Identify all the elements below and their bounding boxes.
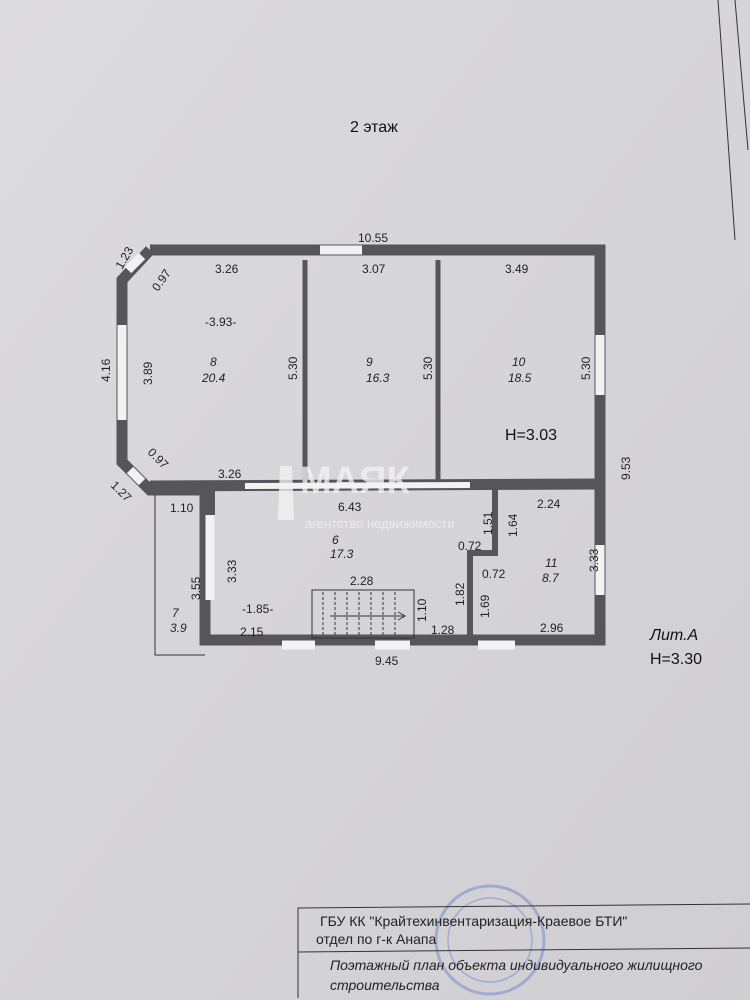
room-8-area: 20.4 [201, 371, 226, 385]
dim-bottom-total: 9.45 [375, 654, 399, 668]
dim-r6-bottom-left: 2.15 [240, 625, 264, 639]
room-10-number: 10 [512, 355, 526, 369]
dim-r9-top: 3.07 [362, 262, 386, 276]
dim-stair-width: 2.28 [350, 574, 374, 588]
staircase [311, 589, 415, 639]
dim-outer-left: 4.16 [99, 358, 113, 382]
room-11-number: 11 [545, 556, 557, 570]
frame-line [717, 0, 736, 241]
watermark-brand: МАЯК [300, 460, 410, 502]
dim-r11-bottom: 2.96 [540, 621, 564, 635]
room-height: H=3.03 [505, 427, 557, 444]
litera-label: Лит.А [649, 627, 698, 644]
dim-r6-depth: -1.85- [242, 602, 273, 616]
frame-line [734, 0, 749, 151]
room-labels: 8 20.4 9 16.3 10 18.5 6 17.3 7 3.9 11 8.… [170, 355, 702, 668]
stamp-seal-inner [447, 897, 533, 983]
dim-r7-top: 1.10 [170, 501, 194, 515]
lighthouse-icon [278, 466, 294, 520]
room-6-number: 6 [332, 533, 339, 547]
dim-r8-bottom: 3.26 [218, 467, 242, 481]
dim-r10-top: 3.49 [505, 262, 529, 276]
dim-r11-right: 3.33 [587, 548, 601, 572]
dim-right-total: 9.53 [619, 456, 633, 480]
room-7-number: 7 [172, 606, 180, 620]
room-7-outline [154, 495, 205, 656]
dim-door-1: 1.51 [481, 511, 495, 535]
room-9-number: 9 [366, 355, 373, 369]
room-11-area: 8.7 [542, 571, 560, 585]
dim-r8-left: 3.89 [141, 361, 155, 385]
dim-r6-top: 6.43 [338, 500, 362, 514]
dim-r8-top: 3.26 [215, 262, 239, 276]
watermark: МАЯК агентство недвижимости [278, 460, 455, 531]
dim-step-1: 0.72 [458, 539, 482, 553]
dim-r10-height: 5.30 [579, 356, 593, 380]
title-dept: отдел по г-к Анапа [316, 931, 436, 947]
dim-r6-left: 3.33 [225, 559, 239, 583]
total-height: H=3.30 [650, 651, 702, 668]
stamp-seal [434, 884, 546, 996]
dim-r6-bottom-right: 1.28 [431, 623, 455, 637]
dim-wall-2: 1.69 [478, 594, 492, 618]
dim-step-2: 0.72 [482, 567, 506, 581]
title-org: ГБУ КК "Крайтехинвентаризация-Краевое БТ… [320, 913, 627, 929]
floor-title: 2 этаж [350, 119, 398, 136]
dim-r8-height: 5.30 [286, 356, 300, 380]
dim-r8-inner: -3.93- [205, 315, 236, 329]
title-block: ГБУ КК "Крайтехинвентаризация-Краевое БТ… [297, 903, 750, 998]
dim-r9-height: 5.30 [421, 356, 435, 380]
room-8-number: 8 [210, 355, 217, 369]
title-doc-cont: строительства [330, 977, 440, 993]
room-6-area: 17.3 [330, 547, 354, 561]
dim-stair-len: 1.10 [415, 598, 429, 622]
dim-top-total: 10.55 [358, 231, 388, 245]
room-9-area: 16.3 [366, 371, 390, 385]
room-7-area: 3.9 [170, 621, 187, 635]
title-doc: Поэтажный план объекта индивидуального ж… [330, 957, 703, 973]
room-10-area: 18.5 [508, 371, 532, 385]
dim-door-2: 1.64 [506, 513, 520, 537]
watermark-subtitle: агентство недвижимости [305, 516, 455, 531]
dim-r7-left: 3.55 [189, 576, 203, 600]
dim-wall-1: 1.82 [453, 582, 467, 606]
windows [117, 245, 605, 650]
dim-r11-top: 2.24 [537, 497, 561, 511]
